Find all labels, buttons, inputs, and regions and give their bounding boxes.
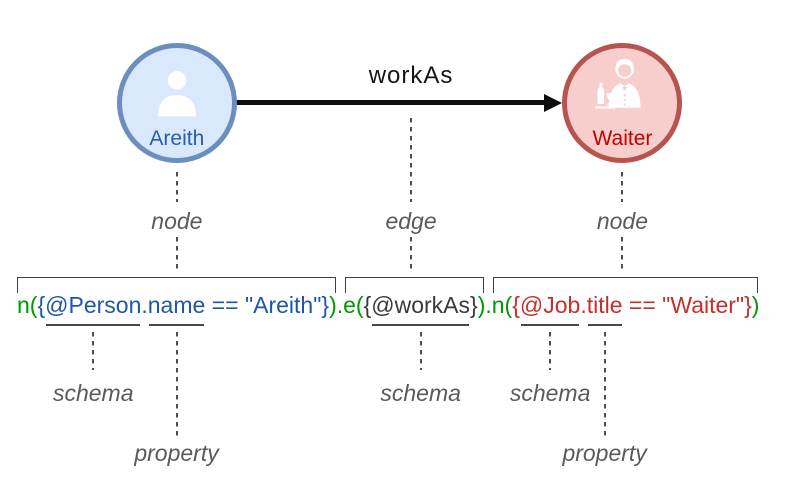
edge-label: workAs	[368, 62, 454, 89]
dashed-connector	[410, 237, 413, 273]
code-token: == "Areith"}	[205, 292, 330, 318]
dashed-connector	[92, 332, 95, 370]
segment-job-node: node Waiter .n	[232, 43, 760, 466]
annotation-property-label: property	[134, 440, 219, 466]
code-token: )	[751, 292, 760, 318]
person-node-label: Areith	[149, 127, 205, 150]
property-underline	[148, 324, 205, 326]
code-token: .e(	[336, 292, 364, 318]
schema-underline	[520, 324, 580, 326]
code-token: == "Waiter"}	[622, 292, 752, 318]
property-underline	[587, 324, 622, 326]
annotation-node-label: node	[151, 208, 203, 234]
annotation-schema-label: schema	[509, 380, 591, 406]
annotation-property-label: property	[562, 440, 647, 466]
schema-underline	[372, 324, 470, 326]
dashed-connector	[419, 332, 422, 370]
dashed-connector	[175, 332, 178, 436]
job-node: Waiter	[562, 43, 683, 163]
code-token: {	[512, 292, 520, 318]
dashed-connector	[175, 172, 178, 202]
job-node-label: Waiter	[592, 127, 653, 150]
annotation-schema-label: schema	[380, 380, 461, 406]
person-node: Areith	[116, 43, 237, 163]
code-token: {	[37, 292, 46, 318]
segment-bracket	[493, 277, 759, 293]
annotation-edge-label: edge	[385, 208, 437, 234]
arrowhead-icon	[544, 93, 563, 112]
dashed-connector	[621, 237, 624, 273]
dashed-connector	[410, 118, 413, 202]
dashed-connector	[603, 332, 606, 436]
code-token: n(	[17, 292, 38, 318]
annotation-schema-label: schema	[52, 380, 134, 406]
code-token: }	[470, 292, 478, 318]
dashed-connector	[175, 237, 178, 273]
segment-bracket	[344, 277, 485, 293]
schema-underline	[46, 324, 141, 326]
person-icon	[157, 71, 196, 117]
waiter-icon	[595, 58, 641, 109]
code-token: .	[580, 292, 587, 318]
code-token: {	[363, 292, 372, 318]
segment-bracket	[17, 277, 336, 293]
code-token: )	[477, 292, 486, 318]
dashed-connector	[621, 172, 624, 202]
code-token: .	[141, 292, 148, 318]
code-token: )	[329, 292, 337, 318]
annotation-node-label: node	[596, 208, 649, 234]
code-token: .n(	[485, 292, 513, 318]
workas-edge-arrow	[232, 93, 563, 112]
dashed-connector	[549, 332, 552, 370]
